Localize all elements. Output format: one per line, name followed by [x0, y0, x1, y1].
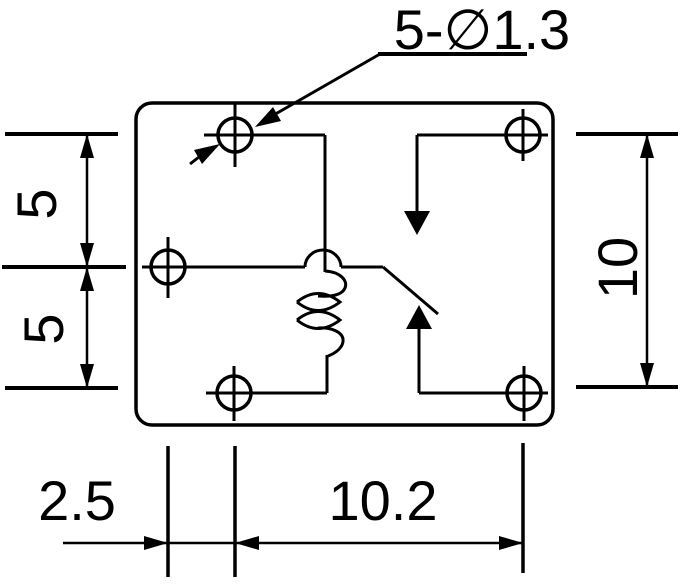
wire-crossover-hop [303, 248, 343, 268]
nc-contact-arrow [404, 133, 548, 235]
hole-callout: 5-∅1.3 [189, 0, 570, 166]
dim-left-lower-label: 5 [12, 313, 75, 344]
dim-arrow-icon [640, 134, 654, 158]
relay-body-outline [134, 101, 555, 427]
extension-lines [576, 132, 678, 389]
dimension-bottom: 2.5 10.2 [38, 443, 525, 577]
leader-arrow-icon [255, 107, 281, 127]
dim-arrow-icon [499, 536, 523, 550]
dim-bottom-left-label: 2.5 [38, 469, 116, 532]
arrow-up-icon [406, 305, 432, 329]
dim-arrow-icon [640, 363, 654, 387]
dim-bottom-right-label: 10.2 [329, 469, 438, 532]
dim-arrow-icon [80, 267, 94, 291]
no-contact-arrow [406, 305, 548, 395]
wire-coil-bottom [206, 355, 329, 395]
hole-callout-label: 5-∅1.3 [394, 0, 570, 61]
dim-arrow-icon [80, 243, 94, 267]
dim-arrow-icon [80, 364, 94, 388]
coil-symbol [296, 269, 348, 358]
counter-arrow-tail [189, 155, 200, 166]
dim-arrow-icon [235, 536, 259, 550]
dim-right-label: 10 [586, 237, 649, 299]
extension-lines [2, 132, 126, 390]
dim-arrow-icon [80, 134, 94, 158]
arrow-down-icon [404, 211, 430, 235]
dim-arrow-icon [144, 536, 168, 550]
dim-left-upper-label: 5 [5, 188, 68, 219]
callout-leader-line [271, 52, 381, 118]
internal-schematic [142, 133, 548, 395]
dimension-right: 10 [576, 132, 678, 389]
switch-blade [382, 265, 439, 316]
wire-coil-top [204, 133, 327, 272]
dimension-left: 5 5 [2, 132, 126, 390]
leader-counter-arrow-icon [194, 144, 220, 164]
extension-lines [166, 443, 525, 577]
